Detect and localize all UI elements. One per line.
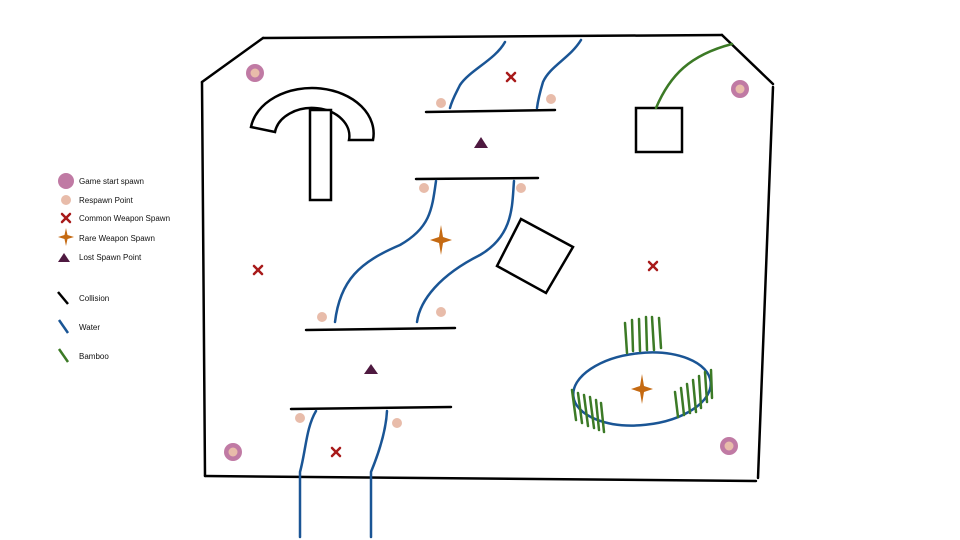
respawn-point [516, 183, 526, 193]
platform-2 [414, 176, 540, 181]
platform-3 [304, 326, 457, 332]
common-weapon-spawns [252, 71, 659, 458]
legend-rare-weapon-spawn-label: Rare Weapon Spawn [79, 234, 155, 243]
game-start-spawn [720, 437, 738, 455]
legend-respawn-point-icon [61, 195, 71, 205]
legend-collision-label: Collision [79, 294, 109, 303]
legend-lost-spawn-point-label: Lost Spawn Point [79, 253, 142, 262]
legend-game-start-spawn-label: Game start spawn [79, 177, 144, 186]
lost-spawn-point [364, 364, 378, 374]
legend-common-weapon-spawn-label: Common Weapon Spawn [79, 214, 170, 223]
respawn-point [546, 94, 556, 104]
common-weapon-spawn [330, 446, 342, 458]
platform-4 [289, 405, 453, 411]
legend-water-label: Water [79, 323, 100, 332]
water-stream [333, 179, 438, 324]
water-stream [415, 179, 516, 324]
legend-game-start-spawn-icon [58, 173, 74, 189]
rare-weapon-spawns [430, 225, 653, 404]
legend-bamboo-icon [57, 348, 70, 363]
legend-bamboo-label: Bamboo [79, 352, 109, 361]
rare-weapon-spawn [631, 374, 653, 404]
bamboo-features [570, 42, 734, 434]
game-start-spawn [731, 80, 749, 98]
lost-spawn-points [364, 137, 488, 374]
legend-respawn-point-label: Respawn Point [79, 196, 134, 205]
water-stream [448, 40, 507, 110]
rare-weapon-spawn [430, 225, 452, 255]
common-weapon-spawn [647, 260, 659, 272]
legend-collision-icon [57, 291, 69, 305]
map-boundary [200, 33, 775, 483]
water-stream [298, 409, 318, 539]
collision-objects [249, 86, 684, 295]
respawn-point [392, 418, 402, 428]
respawn-point [317, 312, 327, 322]
respawn-point [436, 307, 446, 317]
platform-1 [424, 108, 557, 114]
platform-lines [289, 108, 557, 411]
common-weapon-spawn [252, 264, 264, 276]
game-start-spawns [224, 64, 749, 461]
legend-common-weapon-spawn-icon [60, 212, 72, 224]
lost-spawn-point [474, 137, 488, 148]
arch-collision [249, 86, 375, 142]
legend: Game start spawn Respawn Point Common We… [57, 173, 170, 363]
respawn-point [436, 98, 446, 108]
respawn-point [295, 413, 305, 423]
pillar-collision [308, 108, 333, 202]
bamboo-cluster [623, 315, 663, 355]
water-stream [535, 38, 583, 110]
rotated-block-collision [495, 217, 575, 295]
bamboo-cluster [673, 368, 714, 419]
legend-rare-weapon-spawn-icon [58, 228, 74, 246]
respawn-point [419, 183, 429, 193]
square-block-collision [634, 106, 684, 154]
game-start-spawn [246, 64, 264, 82]
legend-water-icon [57, 319, 70, 334]
bamboo-vine [654, 42, 734, 110]
water-stream [369, 409, 389, 539]
respawn-points [295, 94, 556, 428]
legend-lost-spawn-point-icon [58, 253, 70, 262]
bamboo-cluster [570, 388, 606, 434]
common-weapon-spawn [505, 71, 517, 83]
game-start-spawn [224, 443, 242, 461]
